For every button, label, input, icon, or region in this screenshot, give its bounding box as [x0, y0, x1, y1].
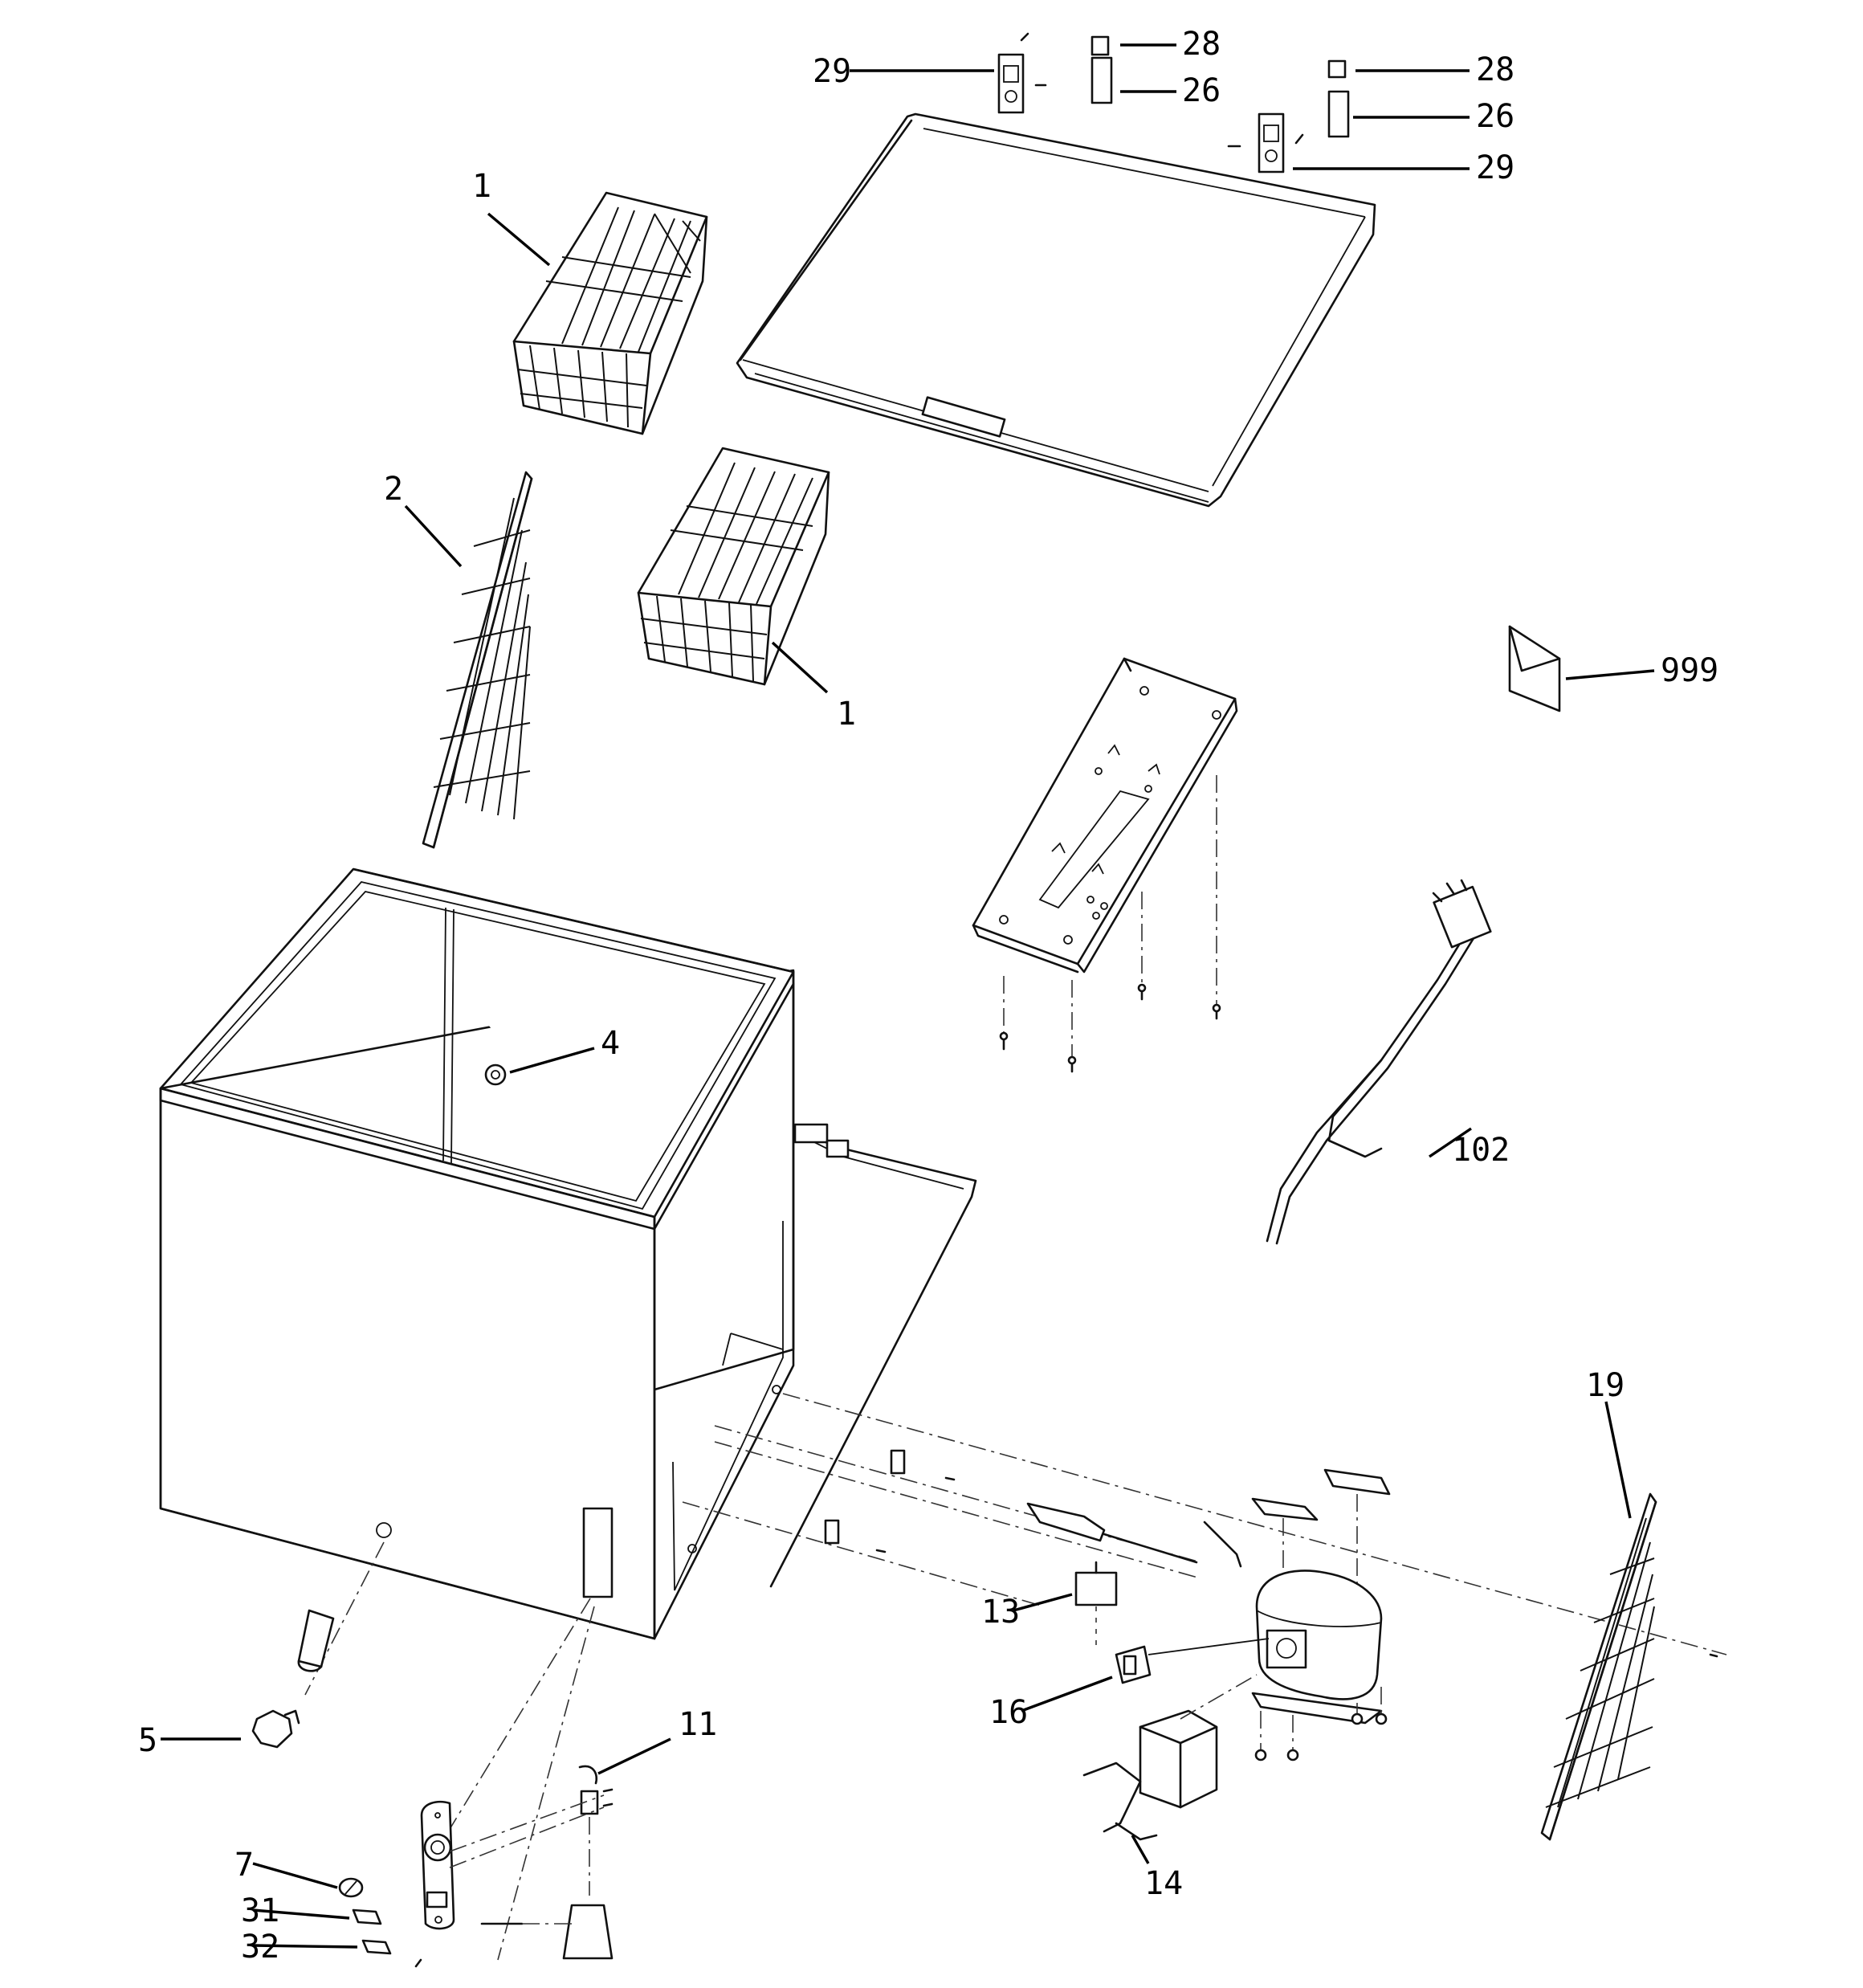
label-drain-plug-inner: 4	[601, 1025, 620, 1062]
label-power-cord: 102	[1452, 1132, 1510, 1169]
sensor-tube	[480, 1904, 614, 1960]
label-basket-upper: 1	[472, 168, 491, 205]
label-hinge-right: 29	[1476, 149, 1514, 186]
label-hinge-cover-right: 26	[1476, 98, 1514, 135]
label-bracket-32: 32	[241, 1929, 279, 1966]
thermostat-knob	[338, 1877, 364, 1898]
cabinet-tubing	[769, 1123, 977, 1588]
label-thermostat-wire: 11	[679, 1706, 717, 1743]
leader-lines	[161, 43, 1655, 1949]
label-basket-lower: 1	[837, 696, 856, 733]
condenser-panel	[1540, 1492, 1657, 1841]
overload-protector	[1074, 1561, 1118, 1647]
label-bracket-31: 31	[241, 1892, 279, 1929]
small-clips	[824, 1449, 1718, 1658]
label-literature: 999	[1661, 652, 1718, 689]
drain-plug-inner	[484, 1063, 507, 1086]
label-drain-plug: 5	[138, 1722, 157, 1759]
label-hinge-cover-left: 26	[1182, 72, 1221, 109]
capillary-parts	[1026, 1502, 1242, 1568]
freezer-lid	[736, 112, 1376, 508]
compressor-clip	[1082, 1761, 1158, 1841]
hinge-right	[1227, 112, 1304, 173]
part-labels: 1 2 1 4 5 7 31 32 11 13 16 14 19 29 28 2…	[138, 26, 1718, 1966]
basket-lower	[637, 447, 830, 686]
label-hinge-cap-right: 28	[1476, 51, 1514, 88]
label-hinge-cap-left: 28	[1182, 26, 1221, 63]
label-compressor-clip: 14	[1144, 1865, 1183, 1902]
terminal-cover	[1139, 1674, 1258, 1809]
hinge-cover-right	[1327, 90, 1350, 138]
bracket-31	[352, 1908, 382, 1925]
compressor	[1251, 1570, 1388, 1761]
hinge-cover-left	[1090, 56, 1113, 104]
bracket-screws	[999, 775, 1221, 1073]
literature-envelope	[1508, 625, 1561, 712]
bracket-32	[361, 1939, 422, 1968]
compressor-mounts	[1251, 1468, 1391, 1639]
hinge-cap-right	[1327, 59, 1347, 79]
label-overload: 13	[981, 1594, 1020, 1631]
label-condenser: 19	[1586, 1367, 1625, 1404]
label-relay: 16	[989, 1694, 1028, 1731]
drain-plug	[251, 1609, 335, 1749]
thermostat-housing	[420, 1800, 455, 1930]
basket-upper	[512, 191, 708, 435]
label-hinge-left: 29	[813, 53, 851, 90]
thermostat-wire	[449, 1765, 614, 1896]
freezer-cabinet	[159, 867, 795, 1640]
hinge-cap-left	[1090, 35, 1110, 56]
mounting-bracket	[972, 657, 1238, 974]
power-cord	[1266, 879, 1492, 1245]
label-thermostat-knob: 7	[234, 1847, 254, 1884]
label-evaporator-panel: 2	[384, 471, 403, 508]
start-relay	[1115, 1638, 1270, 1684]
hinge-left	[997, 32, 1047, 114]
evaporator-panel	[422, 471, 533, 849]
